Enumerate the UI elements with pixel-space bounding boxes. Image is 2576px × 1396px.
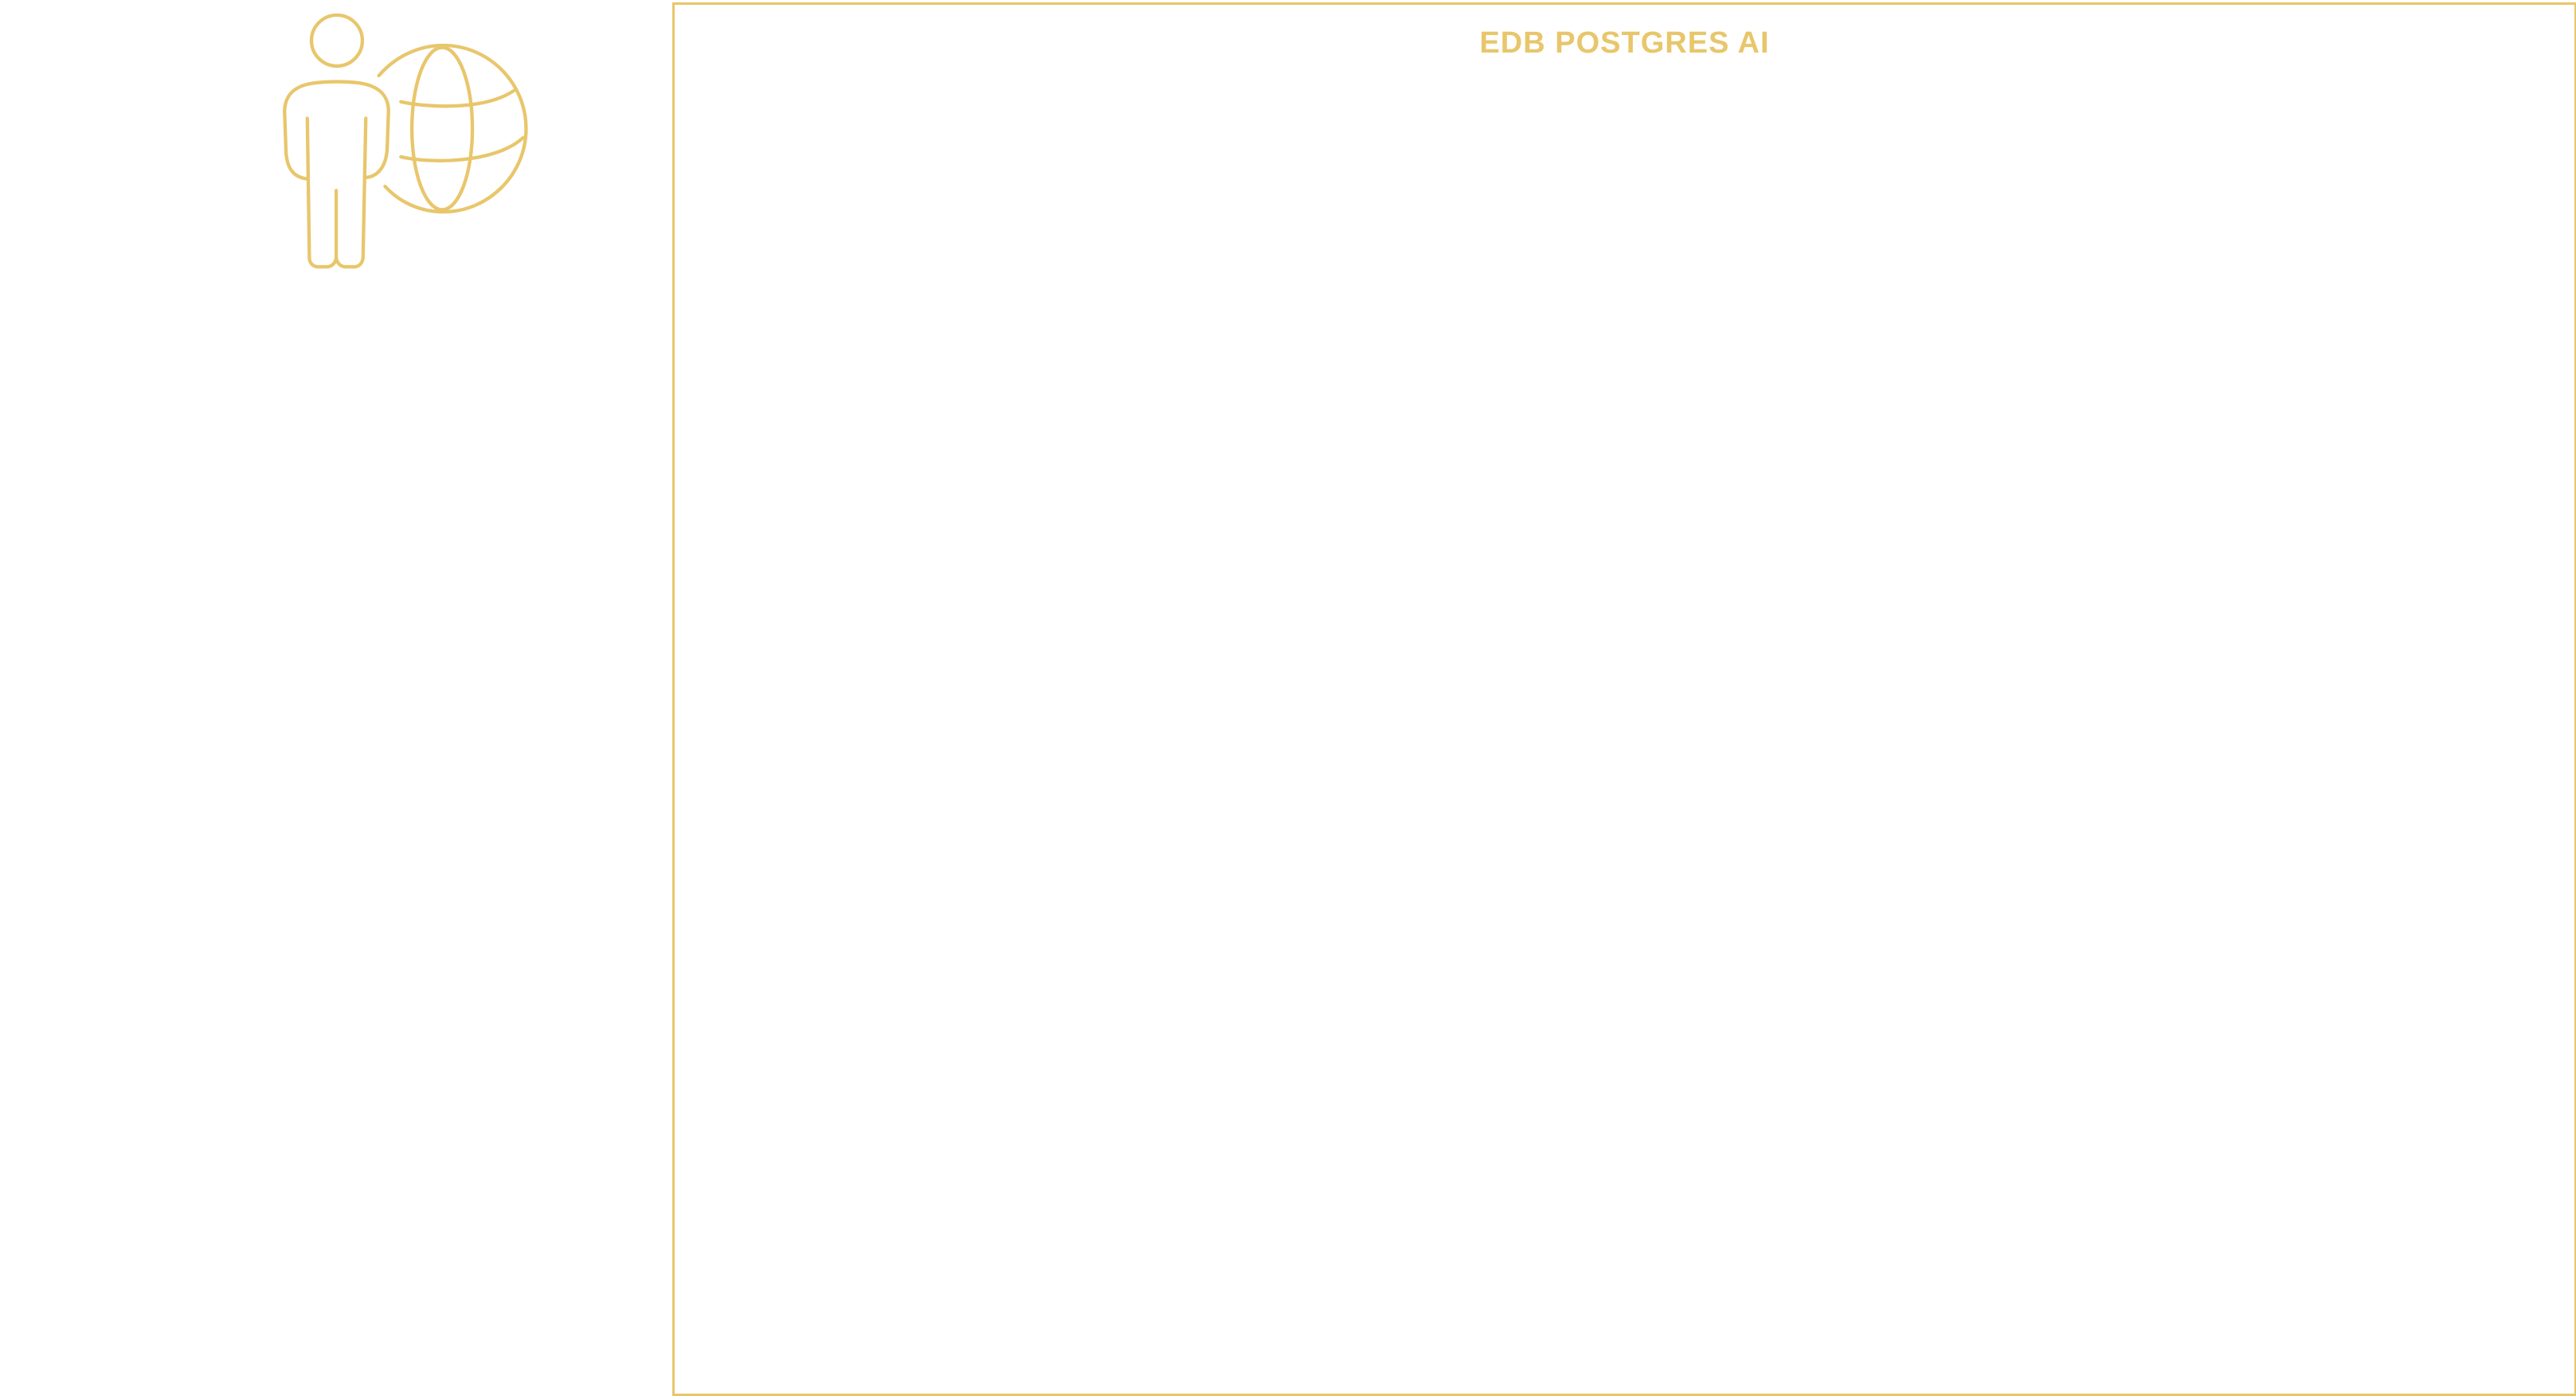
brand-title: EDB POSTGRES AI <box>1479 26 1770 60</box>
globe-latitude-upper <box>399 88 516 108</box>
person-globe-icon <box>251 0 554 303</box>
content-frame: EDB POSTGRES AI <box>672 2 2576 1396</box>
globe-latitude-lower <box>399 135 526 162</box>
globe-outline <box>377 43 528 214</box>
person-left-leg <box>305 116 339 269</box>
person-right-leg <box>334 116 368 269</box>
person-body <box>283 80 390 181</box>
person-head <box>309 13 365 68</box>
globe-meridian <box>409 45 475 212</box>
